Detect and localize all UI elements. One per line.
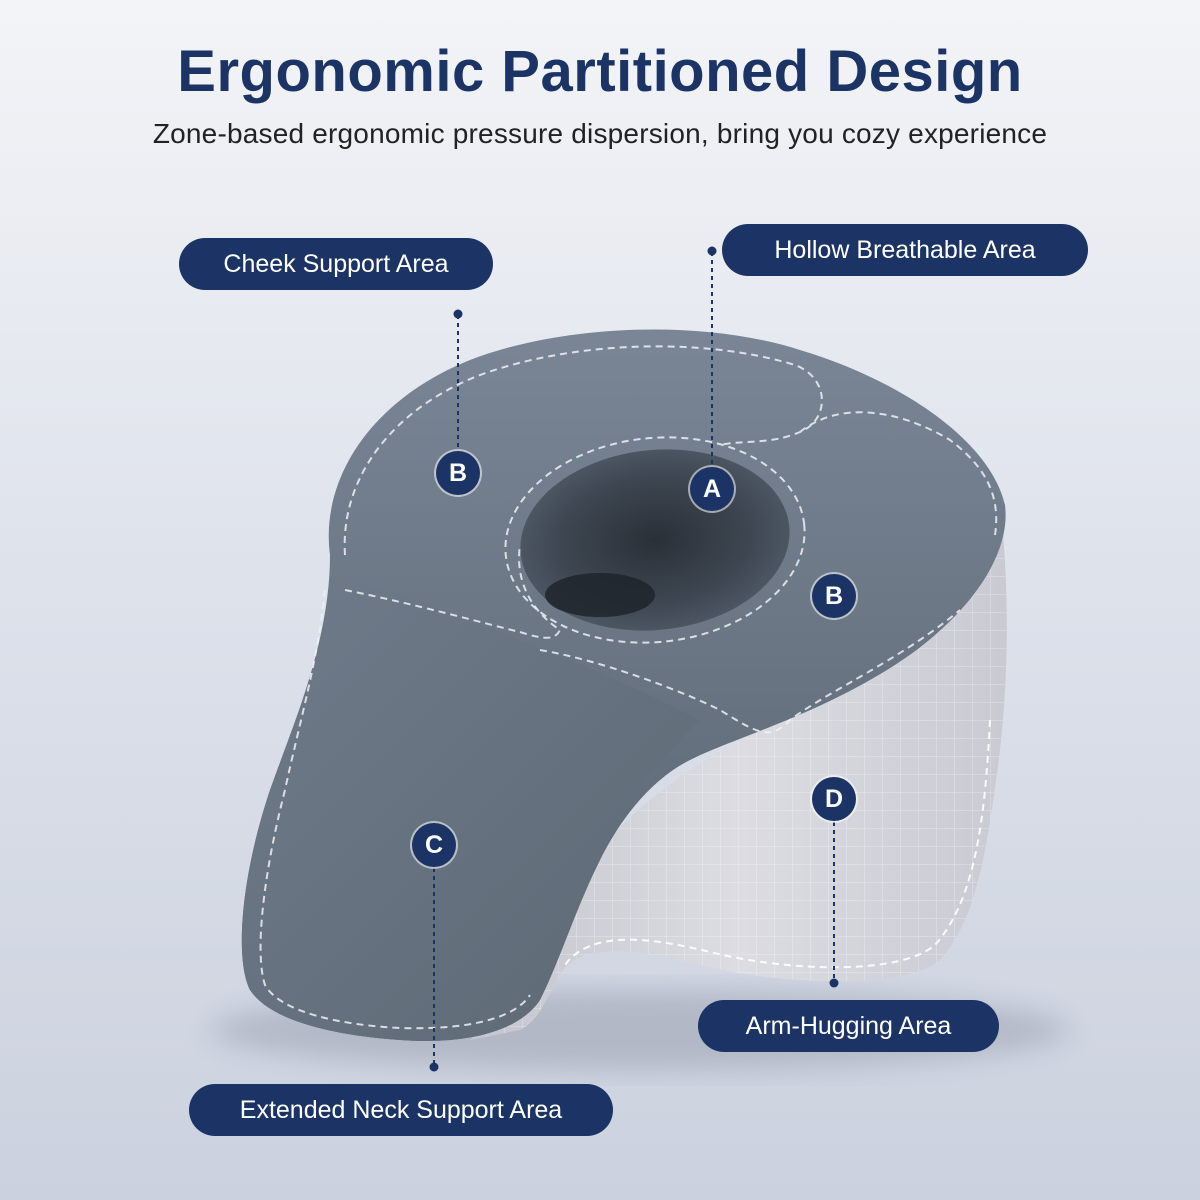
extended-neck-support-label: Extended Neck Support Area [189,1084,613,1136]
leader-dot-arm [829,978,839,988]
arm-hugging-label: Arm-Hugging Area [698,1000,999,1052]
hollow-breathable-label: Hollow Breathable Area [722,224,1088,276]
leader-dot-neck [429,1062,439,1072]
zone-badge-b-right: B [812,574,856,618]
page-title: Ergonomic Partitioned Design [177,39,1023,104]
leader-dot-hollow [707,246,717,256]
cheek-support-label: Cheek Support Area [179,238,493,290]
leader-dot-cheek [453,309,463,319]
zone-badge-c: C [412,823,456,867]
zone-badge-a: A [690,467,734,511]
zone-badge-d: D [812,777,856,821]
zone-badge-b-left: B [436,451,480,495]
neck-support-region [241,583,700,1041]
page-subtitle: Zone-based ergonomic pressure dispersion… [152,118,1048,149]
